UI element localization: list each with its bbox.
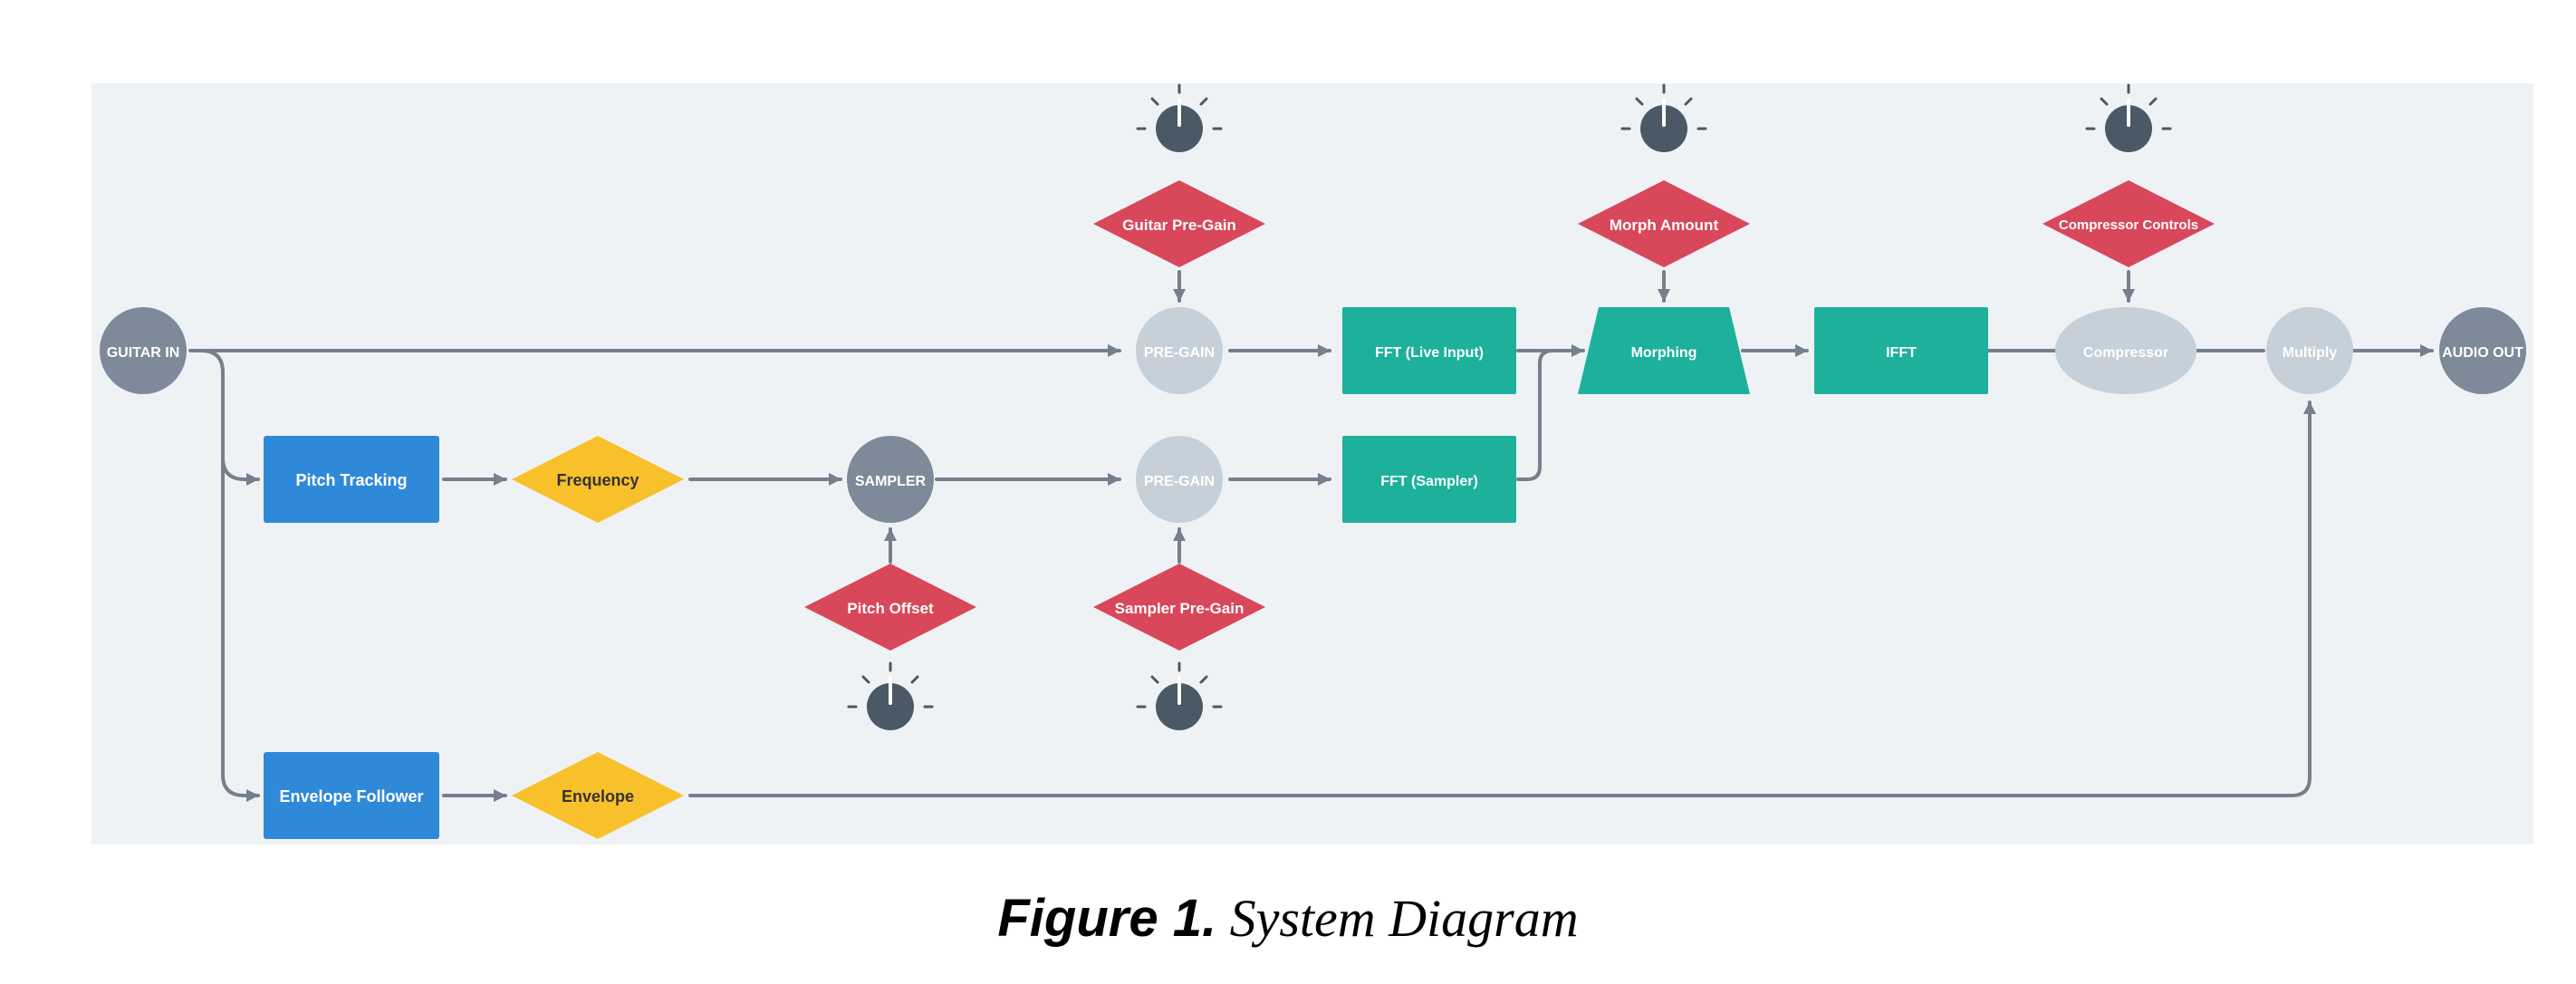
diagram-background (91, 83, 2533, 844)
guitar-pre-gain-control: Guitar Pre-Gain (1093, 180, 1265, 267)
pre-gain-sampler-node: PRE-GAIN (1136, 436, 1223, 523)
morphing-label: Morphing (1631, 345, 1697, 361)
pre-gain-sampler-label: PRE-GAIN (1144, 474, 1215, 489)
morphing-node: Morphing (1578, 307, 1750, 394)
pitch-offset-knob-icon (847, 661, 934, 730)
compressor-knob-icon (2085, 83, 2172, 152)
sampler-node: SAMPLER (847, 436, 934, 523)
fft-sampler-label: FFT (Sampler) (1380, 474, 1478, 489)
sampler-pre-gain-label: Sampler Pre-Gain (1115, 600, 1245, 617)
compressor-node: Compressor (2055, 307, 2196, 394)
envelope-label: Envelope (562, 787, 634, 806)
connectors (188, 270, 2434, 802)
envelope-follower-node: Envelope Follower (264, 752, 439, 839)
connector-branch-envelope (221, 456, 260, 802)
connector-fft-sampler-to-morphing (1516, 349, 1578, 481)
compressor-controls-label: Compressor Controls (2059, 217, 2198, 233)
ifft-node: IFFT (1814, 307, 1988, 394)
compressor-controls-control: Compressor Controls (2043, 180, 2215, 267)
figure-label: Figure 1. (997, 889, 1217, 948)
frequency-label: Frequency (556, 471, 639, 489)
pitch-tracking-label: Pitch Tracking (295, 471, 407, 489)
pre-gain-live-node: PRE-GAIN (1136, 307, 1223, 394)
pre-gain-live-label: PRE-GAIN (1144, 345, 1215, 361)
fft-sampler-node: FFT (Sampler) (1342, 436, 1516, 523)
figure-caption: Figure 1. System Diagram (0, 888, 2576, 949)
morph-amount-label: Morph Amount (1610, 217, 1719, 234)
figure-title: System Diagram (1229, 889, 1579, 948)
multiply-node: Multiply (2266, 307, 2353, 394)
compressor-label: Compressor (2083, 345, 2168, 361)
ifft-label: IFFT (1886, 345, 1917, 361)
multiply-label: Multiply (2283, 345, 2338, 361)
guitar-pre-gain-label: Guitar Pre-Gain (1122, 217, 1236, 234)
frequency-node: Frequency (512, 436, 684, 523)
sampler-pre-gain-knob-icon (1136, 661, 1223, 730)
guitar-in-label: GUITAR IN (107, 345, 180, 361)
sampler-label: SAMPLER (855, 474, 927, 489)
knobs (847, 83, 2172, 730)
guitar-in-node: GUITAR IN (100, 307, 187, 394)
pitch-tracking-node: Pitch Tracking (264, 436, 439, 523)
pitch-offset-control: Pitch Offset (804, 564, 976, 651)
fft-live-node: FFT (Live Input) (1342, 307, 1516, 394)
envelope-follower-label: Envelope Follower (279, 787, 423, 806)
sampler-pre-gain-control: Sampler Pre-Gain (1093, 564, 1265, 651)
fft-live-label: FFT (Live Input) (1375, 345, 1484, 361)
morph-amount-knob-icon (1620, 83, 1707, 152)
audio-out-node: AUDIO OUT (2439, 307, 2526, 394)
envelope-node: Envelope (512, 752, 684, 839)
guitar-pre-gain-knob-icon (1136, 83, 1223, 152)
morph-amount-control: Morph Amount (1578, 180, 1750, 267)
pitch-offset-label: Pitch Offset (847, 600, 934, 617)
audio-out-label: AUDIO OUT (2442, 345, 2523, 361)
connector-envelope-to-multiply (688, 400, 2316, 797)
